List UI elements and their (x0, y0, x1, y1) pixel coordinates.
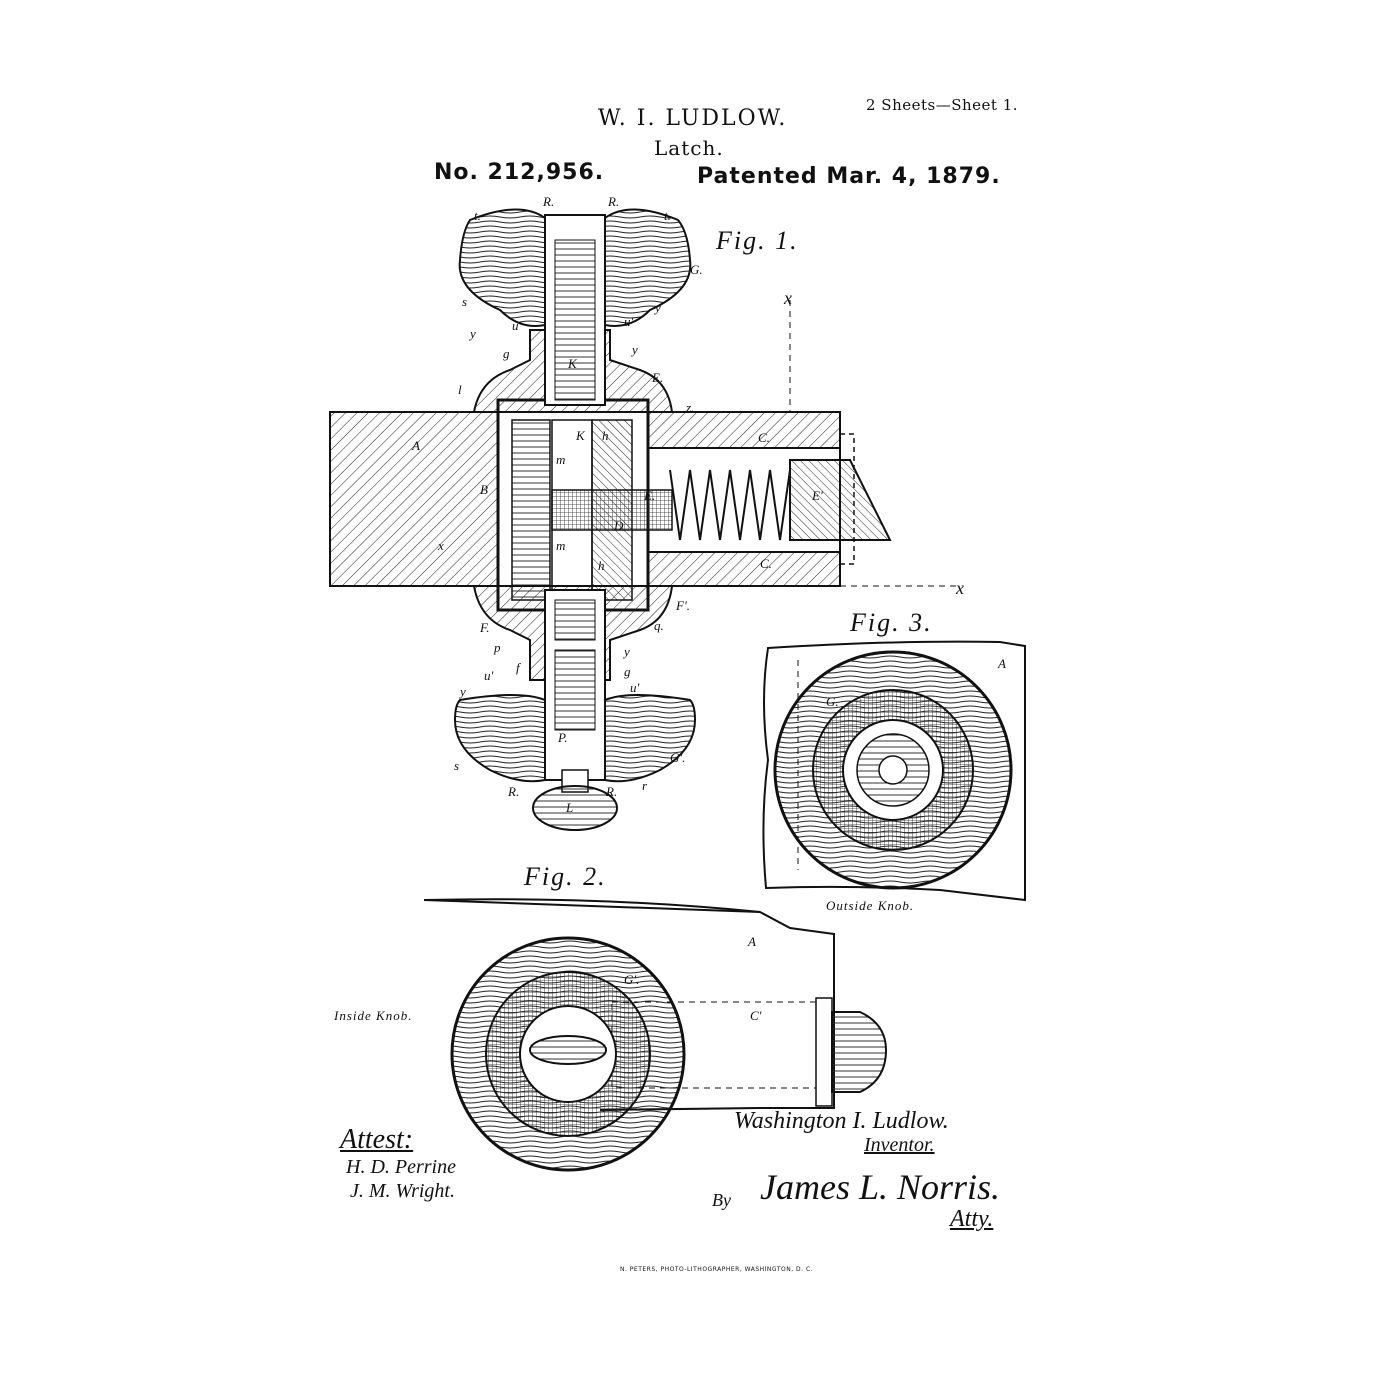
latch-bolt (789, 459, 892, 541)
letter-Gp: G'. (624, 972, 640, 987)
letter-y: y (632, 342, 638, 357)
witness-1: H. D. Perrine (346, 1156, 456, 1178)
letter-A: A (748, 934, 756, 949)
letter-D: D (614, 518, 624, 533)
letter-L: L (566, 800, 574, 815)
letter-f: f (516, 660, 520, 675)
attest-label: Attest: (340, 1124, 414, 1155)
letter-g: g (624, 664, 631, 679)
letter-y: y (470, 326, 476, 341)
fig1-drawing (329, 208, 960, 831)
letter-y: y (460, 684, 466, 699)
letter-G: G. (690, 262, 703, 277)
letter-Gp: G'. (670, 750, 686, 765)
letter-Cp: C' (750, 1008, 762, 1023)
letter-k: K (576, 428, 585, 443)
letter-A: A (998, 656, 1006, 671)
letter-x: x (784, 288, 792, 308)
letter-P: P. (558, 730, 568, 745)
inside-knob-section (453, 694, 546, 783)
letter-C: C. (760, 556, 772, 571)
letter-t: t. (664, 208, 671, 223)
letter-s: s (454, 758, 460, 773)
letter-R: R. (608, 194, 620, 209)
attorney-role: Atty. (950, 1206, 994, 1232)
letter-h: h (602, 428, 609, 443)
letter-F: F. (480, 620, 490, 635)
fig2-drawing (423, 898, 888, 1172)
letter-u: u' (512, 318, 522, 333)
push-button (532, 785, 618, 831)
attorney-signature: James L. Norris. (760, 1167, 1001, 1207)
letter-A: A (412, 438, 420, 453)
letter-G: G. (826, 694, 839, 709)
fig3-drawing (762, 640, 1026, 902)
letter-p: p (494, 640, 501, 655)
witness-2: J. M. Wright. (350, 1180, 455, 1202)
letter-z: z. (686, 400, 695, 415)
letter-s: s (462, 294, 468, 309)
sheet-count: 2 Sheets—Sheet 1. (866, 96, 1019, 114)
by-label: By (712, 1190, 731, 1210)
letter-r: r (642, 778, 648, 793)
letter-y: y (655, 300, 661, 315)
letter-m: m (556, 452, 566, 467)
inventor-signature: Washington I. Ludlow. (734, 1108, 949, 1134)
letter-Ep: E' (812, 488, 823, 503)
letter-x: x (438, 538, 444, 553)
letter-E: E. (644, 488, 656, 503)
fig2-label: Fig. 2. (524, 862, 607, 891)
letter-R: R. (543, 194, 555, 209)
fig1-label: Fig. 1. (716, 226, 799, 255)
inventor-role: Inventor. (864, 1134, 935, 1156)
letter-u: u' (630, 680, 640, 695)
outside-knob-caption: Outside Knob. (826, 898, 915, 913)
letter-l: l (458, 382, 462, 397)
patent-number: No. 212,956. (434, 160, 605, 185)
letter-x: x (956, 578, 964, 598)
letter-y: y (624, 644, 630, 659)
letter-R: R. (508, 784, 520, 799)
patent-title: Latch. (654, 136, 724, 160)
letter-u: u' (484, 668, 494, 683)
letter-g: g (503, 346, 510, 361)
letter-h: h (598, 558, 605, 573)
letter-q: q. (654, 618, 664, 633)
letter-m: m (556, 538, 566, 553)
letter-C: C. (758, 430, 770, 445)
letter-R: R. (606, 784, 618, 799)
letter-Fp: F'. (676, 598, 690, 613)
inventor-heading: W. I. LUDLOW. (598, 106, 788, 131)
latch-bolt-end (831, 1011, 888, 1093)
thumb-turn (529, 1035, 607, 1065)
fig3-label: Fig. 3. (850, 608, 933, 637)
printer-credit: N. PETERS, PHOTO-LITHOGRAPHER, WASHINGTO… (620, 1266, 814, 1273)
patent-date: Patented Mar. 4, 1879. (697, 164, 1001, 189)
letter-u: u' (624, 314, 634, 329)
letter-k: K (568, 356, 577, 371)
letter-E: E. (652, 370, 664, 385)
letter-B: B (480, 482, 488, 497)
latch-spring (669, 469, 791, 541)
inside-knob-caption: Inside Knob. (334, 1008, 413, 1023)
letter-t: t. (474, 208, 481, 223)
outside-knob-section (458, 208, 546, 327)
